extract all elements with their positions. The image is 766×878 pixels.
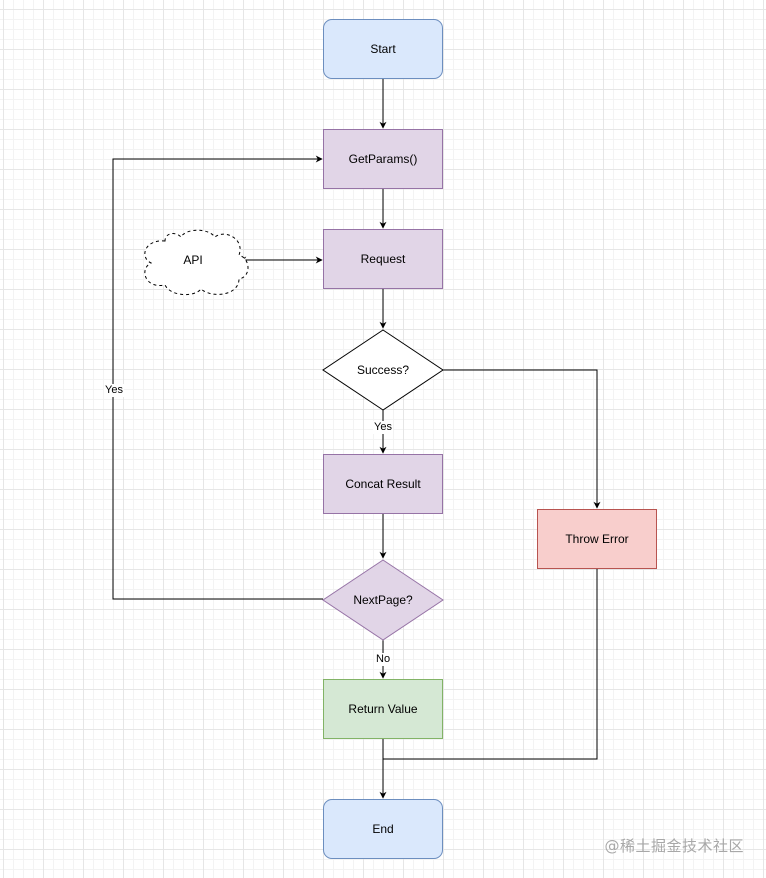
success-decision-node[interactable]: Success? [322, 329, 444, 411]
concat-result-label: Concat Result [345, 477, 421, 491]
throw-error-label: Throw Error [565, 532, 629, 546]
return-value-node[interactable]: Return Value [323, 679, 443, 739]
nextpage-diamond-shape [322, 559, 444, 641]
end-label: End [372, 822, 394, 836]
getparams-label: GetParams() [348, 152, 418, 166]
return-value-label: Return Value [348, 702, 418, 716]
api-cloud-node[interactable]: API [135, 223, 255, 299]
api-label: API [183, 253, 202, 267]
edge-nextpage-yes-to-getparams [112, 155, 323, 600]
request-node[interactable]: Request [323, 229, 443, 289]
cloud-shape [144, 229, 249, 295]
edge-success-to-throw-error [443, 369, 601, 509]
nextpage-decision-node[interactable]: NextPage? [322, 559, 444, 641]
success-diamond-shape [322, 329, 444, 411]
edge-throw-error-to-end [383, 569, 598, 760]
start-node[interactable]: Start [323, 19, 443, 79]
request-label: Request [360, 252, 406, 266]
watermark-text: @稀土掘金技术社区 [604, 837, 744, 855]
success-label: Success? [357, 363, 409, 377]
nextpage-label: NextPage? [353, 593, 413, 607]
getparams-node[interactable]: GetParams() [323, 129, 443, 189]
start-label: Start [370, 42, 396, 56]
nextpage-no-label: No [375, 653, 392, 666]
throw-error-node[interactable]: Throw Error [537, 509, 657, 569]
nextpage-yes-label: Yes [104, 384, 124, 397]
end-node[interactable]: End [323, 799, 443, 859]
concat-result-node[interactable]: Concat Result [323, 454, 443, 514]
success-yes-label: Yes [373, 421, 393, 434]
